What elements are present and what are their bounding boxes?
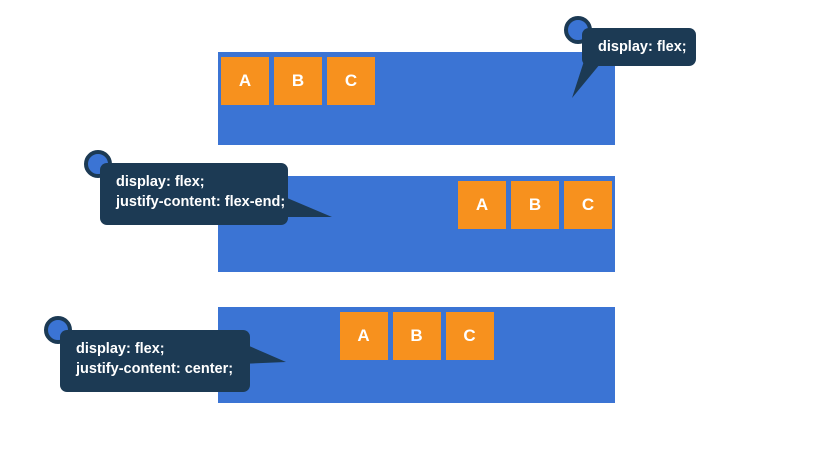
flex-item-b: B — [511, 181, 559, 229]
flex-item-c: C — [327, 57, 375, 105]
callout-line: display: flex; — [116, 174, 205, 190]
flex-item-c: C — [445, 312, 494, 360]
callout-bubble: display: flex; justify-content: flex-end… — [100, 163, 288, 225]
flex-item-b: B — [392, 312, 441, 360]
callout-tail-icon — [572, 58, 605, 98]
callout-line: justify-content: flex-end; — [116, 194, 286, 210]
callout-tail-icon — [280, 195, 332, 217]
flex-item-a: A — [221, 57, 269, 105]
flex-container-row-1: A B C — [218, 52, 615, 145]
flex-item-a: A — [458, 181, 506, 229]
callout-line: display: flex; — [76, 341, 165, 357]
callout-line: justify-content: center; — [76, 361, 234, 377]
flex-container-row-2: A B C — [218, 176, 615, 272]
flex-container-row-3: A B C — [218, 307, 615, 403]
flex-item-b: B — [274, 57, 322, 105]
callout-bubble: display: flex; — [582, 28, 696, 66]
callout-tail-icon — [240, 342, 286, 364]
flex-item-c: C — [564, 181, 612, 229]
callout-line: display: flex; — [598, 39, 687, 55]
flex-item-a: A — [339, 312, 388, 360]
callout-bubble: display: flex; justify-content: center; — [60, 330, 250, 392]
